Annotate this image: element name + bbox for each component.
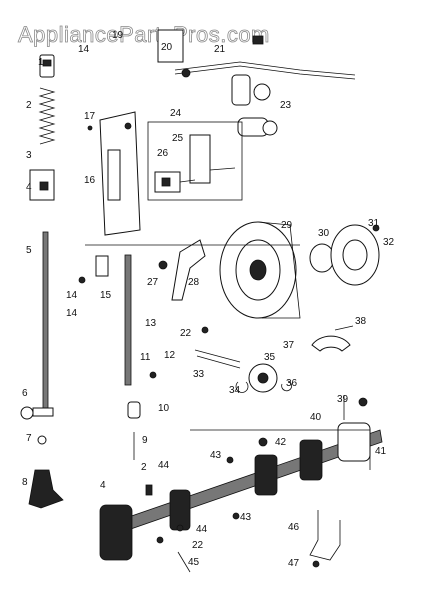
callout-34: 34 xyxy=(229,385,241,396)
callout-1: 1 xyxy=(38,57,44,68)
callout-32: 32 xyxy=(383,237,395,248)
guide-line xyxy=(190,429,371,470)
callout-25: 25 xyxy=(172,133,184,144)
callout-7: 7 xyxy=(26,433,32,444)
callout-8: 8 xyxy=(22,477,28,488)
callout-2-lower: 2 xyxy=(141,462,147,473)
callout-6: 6 xyxy=(22,388,28,399)
callout-2: 2 xyxy=(26,100,32,111)
callout-27: 27 xyxy=(147,277,159,288)
callout-19: 19 xyxy=(112,30,124,41)
callout-4-lower: 4 xyxy=(100,480,106,491)
callout-26: 26 xyxy=(157,148,169,159)
lever-46 xyxy=(309,510,341,568)
callout-21: 21 xyxy=(214,44,226,55)
hand-wheel-group xyxy=(219,221,380,319)
callout-5: 5 xyxy=(26,245,32,256)
callout-17: 17 xyxy=(84,111,96,122)
callout-14: 14 xyxy=(66,290,78,301)
callout-22-lower: 22 xyxy=(192,540,204,551)
callout-labels: 1 2 3 4 5 6 7 8 9 10 11 12 13 14 15 16 1… xyxy=(22,30,395,569)
callout-13: 13 xyxy=(145,318,157,329)
callout-43: 43 xyxy=(210,450,222,461)
callout-39: 39 xyxy=(337,394,349,405)
feed-parts xyxy=(194,325,354,393)
callout-4: 4 xyxy=(26,182,32,193)
callout-28: 28 xyxy=(188,277,200,288)
callout-37: 37 xyxy=(283,340,295,351)
callout-12: 12 xyxy=(164,350,176,361)
needle-bar-box xyxy=(147,121,243,201)
callout-44: 44 xyxy=(158,460,170,471)
callout-43-lower: 43 xyxy=(240,512,252,523)
upper-linkage xyxy=(157,29,356,137)
callout-36: 36 xyxy=(286,378,298,389)
callout-31: 31 xyxy=(368,218,380,229)
callout-10: 10 xyxy=(158,403,170,414)
callout-3: 3 xyxy=(26,150,32,161)
callout-9: 9 xyxy=(142,435,148,446)
lever-parts xyxy=(158,239,206,301)
callout-35: 35 xyxy=(264,352,276,363)
watermark-text: AppliancePartsPros.com xyxy=(18,22,270,47)
frame-plate xyxy=(87,111,141,236)
main-shaft-assembly xyxy=(99,395,383,573)
callout-14-mid: 14 xyxy=(66,308,78,319)
callout-22: 22 xyxy=(180,328,192,339)
needle-bar-assembly xyxy=(78,254,157,460)
callout-38: 38 xyxy=(355,316,367,327)
presser-bar-assembly xyxy=(20,54,64,509)
callout-30: 30 xyxy=(318,228,330,239)
callout-23: 23 xyxy=(280,100,292,111)
callout-15: 15 xyxy=(100,290,112,301)
callout-29: 29 xyxy=(281,220,293,231)
callout-42: 42 xyxy=(275,437,287,448)
callout-44-lower: 44 xyxy=(196,524,208,535)
callout-24: 24 xyxy=(170,108,182,119)
callout-47: 47 xyxy=(288,558,300,569)
callout-14-top: 14 xyxy=(78,44,90,55)
callout-16: 16 xyxy=(84,175,96,186)
callout-41: 41 xyxy=(375,446,387,457)
callout-33: 33 xyxy=(193,369,205,380)
callout-40: 40 xyxy=(310,412,322,423)
callout-20: 20 xyxy=(161,42,173,53)
callout-11: 11 xyxy=(140,352,151,363)
callout-45: 45 xyxy=(188,557,200,568)
callout-46: 46 xyxy=(288,522,300,533)
